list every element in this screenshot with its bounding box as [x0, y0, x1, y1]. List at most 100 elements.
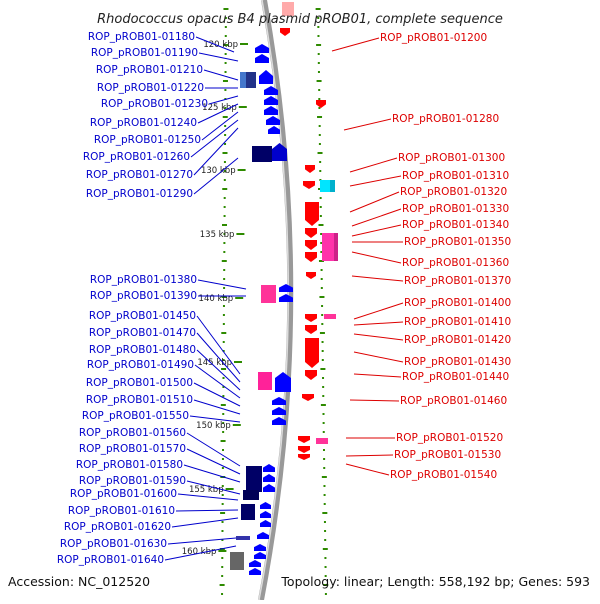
gene-block	[282, 2, 294, 16]
forward-gene-arrow	[279, 284, 293, 292]
gene-label-forward: ROP_pROB01-01600	[70, 488, 177, 500]
guide-dot	[221, 332, 227, 334]
forward-gene-arrow	[264, 86, 278, 95]
guide-dot	[319, 332, 325, 334]
leader-line	[349, 157, 398, 173]
gene-labels: ROP_pROB01-01180ROP_pROB01-01190ROP_pROB…	[57, 31, 511, 566]
gene-label-reverse: ROP_pROB01-01310	[402, 170, 509, 182]
guide-dot	[221, 557, 224, 559]
scale-tick-label: 135 kbp	[200, 230, 235, 240]
reverse-gene-arrow	[280, 28, 290, 36]
guide-dot	[323, 485, 326, 487]
gene-label-reverse: ROP_pROB01-01320	[400, 186, 507, 198]
reverse-gene-arrow	[305, 314, 317, 322]
guide-dot	[318, 143, 321, 145]
reverse-gene-arrow	[305, 202, 319, 226]
guide-dot	[318, 224, 324, 226]
guide-dot	[224, 71, 227, 73]
guide-dot	[224, 125, 227, 127]
guide-dot	[223, 44, 229, 46]
gene-label-forward: ROP_pROB01-01290	[86, 188, 193, 200]
guide-dot	[221, 494, 224, 496]
leader-line	[171, 517, 239, 528]
gene-label-reverse: ROP_pROB01-01520	[396, 432, 503, 444]
leader-line	[351, 224, 402, 237]
forward-gene-arrow	[254, 552, 266, 559]
gene-label-forward: ROP_pROB01-01610	[68, 505, 175, 517]
gene-label-forward: ROP_pROB01-01190	[91, 47, 198, 59]
guide-dot	[317, 71, 320, 73]
guide-dot	[319, 296, 325, 298]
guide-dot	[224, 107, 227, 109]
gene-label-forward: ROP_pROB01-01500	[86, 377, 193, 389]
leader-line	[193, 399, 241, 415]
scale-tick-label: 120 kbp	[203, 40, 238, 50]
guide-dot	[322, 431, 325, 433]
gene-block	[240, 72, 246, 88]
guide-dot	[222, 323, 225, 325]
guide-dot	[320, 251, 323, 253]
gene-label-forward: ROP_pROB01-01510	[86, 394, 193, 406]
leader-line	[183, 464, 241, 483]
guide-dot	[222, 395, 225, 397]
guide-dot	[324, 566, 327, 568]
leader-line	[343, 118, 392, 131]
guide-dot	[318, 260, 324, 262]
reverse-gene-arrow	[306, 272, 316, 279]
guide-dot	[323, 521, 326, 523]
reverse-gene-arrow	[302, 394, 314, 401]
guide-dot	[323, 494, 326, 496]
guide-dot	[324, 530, 327, 532]
forward-gene-arrow	[263, 474, 275, 482]
scale-tick-label: 160 kbp	[182, 547, 217, 557]
map-title: Rhodococcus opacus B4 plasmid pROB01, co…	[97, 12, 503, 27]
guide-dot	[324, 557, 327, 559]
guide-dot	[322, 422, 325, 424]
guide-dot	[317, 152, 323, 154]
guide-dot	[221, 566, 224, 568]
gene-block	[230, 552, 244, 570]
forward-gene-arrow	[263, 464, 275, 472]
forward-gene-arrow	[268, 126, 280, 134]
guide-dot	[223, 170, 226, 172]
guide-dot	[317, 26, 320, 28]
forward-gene-arrow	[260, 520, 271, 527]
guide-dot	[221, 485, 224, 487]
guide-dot	[221, 530, 224, 532]
guide-dot	[221, 260, 227, 262]
gene-label-reverse: ROP_pROB01-01360	[402, 257, 509, 269]
forward-gene-arrow	[272, 407, 286, 415]
guide-dot	[319, 206, 322, 208]
guide-dot	[222, 350, 225, 352]
guide-dot	[224, 53, 227, 55]
leader-line	[351, 208, 402, 227]
topology-text: Topology: linear; Length: 558,192 bp; Ge…	[280, 574, 590, 589]
reverse-gene-arrow	[298, 446, 310, 453]
gene-label-forward: ROP_pROB01-01640	[57, 554, 164, 566]
accession-text: Accession: NC_012520	[8, 574, 150, 589]
guide-dot	[220, 404, 226, 406]
leader-line	[331, 37, 380, 52]
gene-label-reverse: ROP_pROB01-01340	[402, 219, 509, 231]
leader-line	[345, 463, 390, 476]
guide-dot	[319, 170, 322, 172]
leader-line	[167, 537, 237, 545]
gene-label-forward: ROP_pROB01-01550	[82, 410, 189, 422]
leader-line	[164, 545, 237, 561]
leader-line	[351, 251, 402, 264]
guide-dot	[221, 467, 224, 469]
gene-label-forward: ROP_pROB01-01220	[97, 82, 204, 94]
gene-block	[261, 285, 276, 303]
guide-dot	[223, 242, 226, 244]
scale-tick-label: 130 kbp	[201, 166, 236, 176]
gene-label-reverse: ROP_pROB01-01410	[404, 316, 511, 328]
guide-dot	[323, 467, 326, 469]
guide-dot	[321, 305, 324, 307]
gene-label-reverse: ROP_pROB01-01300	[398, 152, 505, 164]
leader-line	[208, 95, 239, 105]
guide-dot	[323, 584, 329, 586]
gene-label-reverse: ROP_pROB01-01430	[404, 356, 511, 368]
guide-dot	[323, 458, 326, 460]
